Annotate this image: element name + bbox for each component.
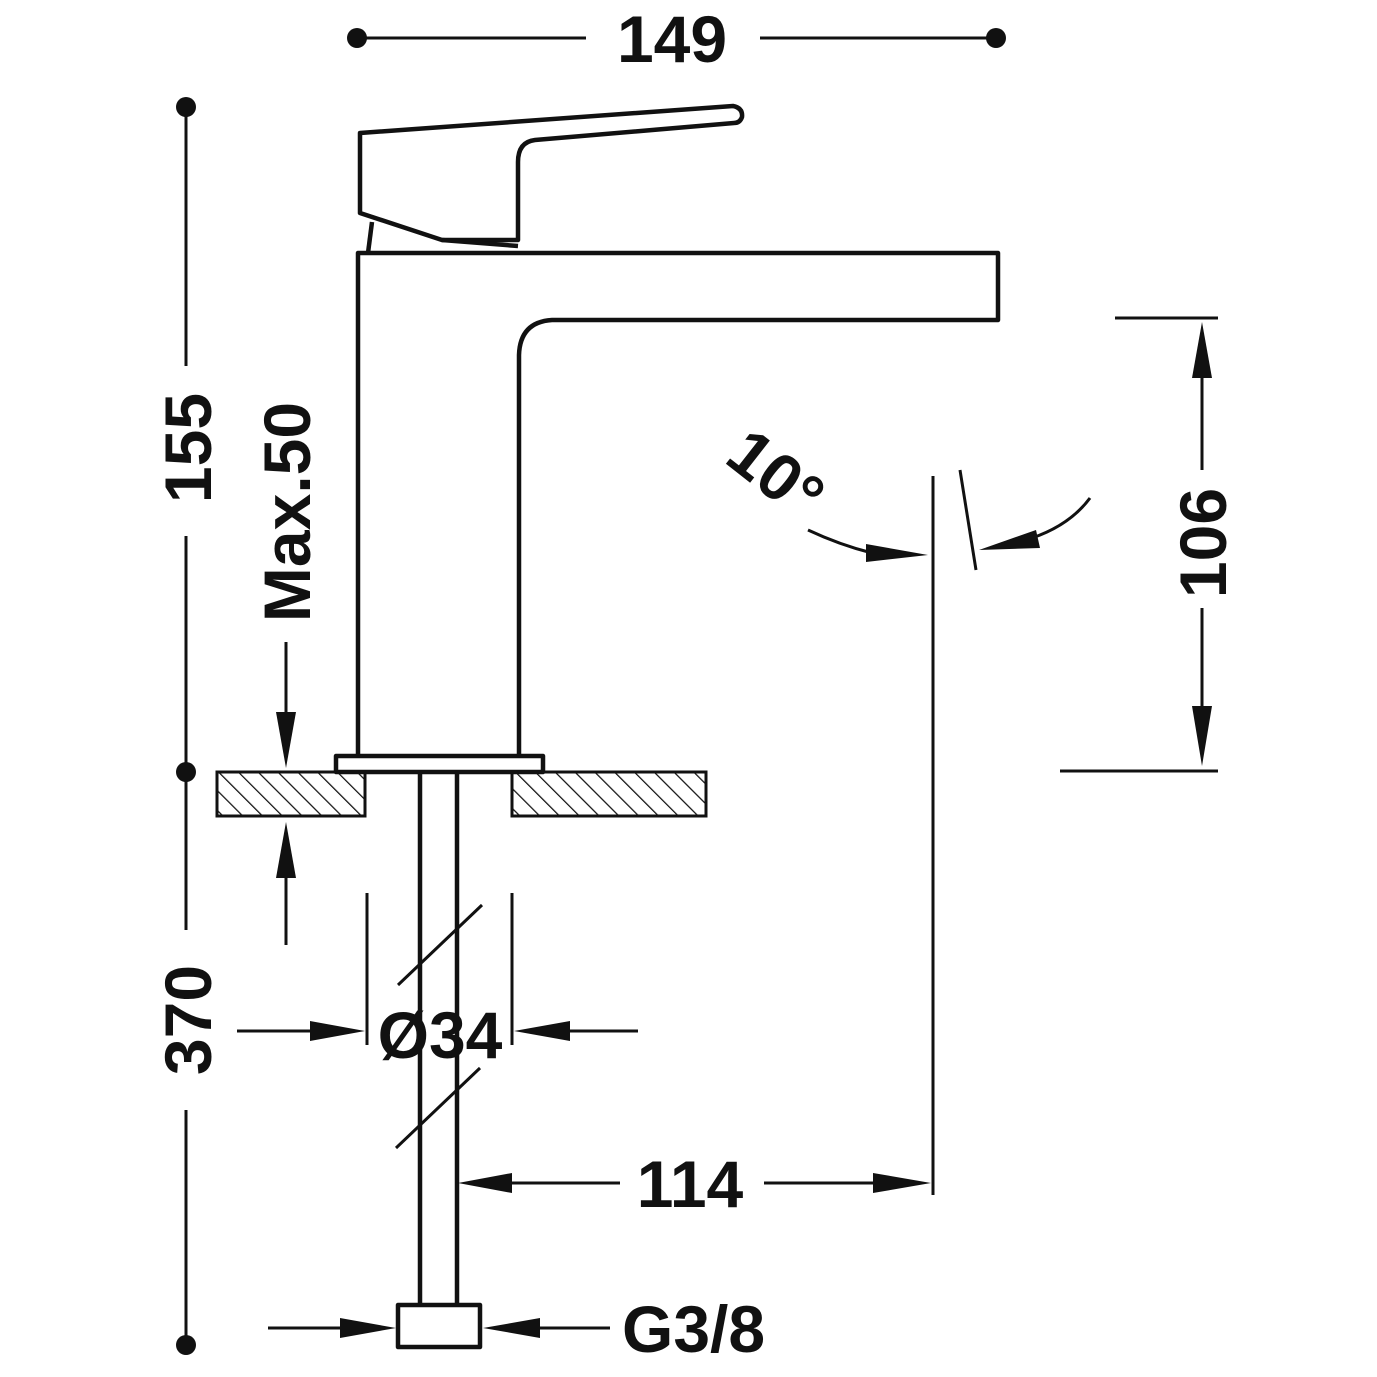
dimension-reach-114: 114 bbox=[458, 476, 935, 1221]
faucet-base-plate bbox=[333, 753, 546, 775]
dimension-height-155: 155 bbox=[151, 97, 225, 782]
dimension-width-149: 149 bbox=[347, 2, 1006, 76]
arrow-down bbox=[1192, 706, 1212, 766]
dimension-max-50: Max.50 bbox=[250, 402, 324, 945]
arrow-right bbox=[340, 1318, 396, 1338]
supply-hose bbox=[394, 772, 484, 1350]
dimension-label-114: 114 bbox=[637, 1147, 744, 1221]
arrow-up bbox=[276, 822, 296, 878]
dimension-thread-g38: G3/8 bbox=[268, 1292, 765, 1366]
dimension-label-106: 106 bbox=[1166, 488, 1240, 598]
arrow-up bbox=[1192, 322, 1212, 378]
dimension-label-g38: G3/8 bbox=[622, 1292, 765, 1366]
arrow-right bbox=[873, 1173, 931, 1193]
arrow-left bbox=[458, 1173, 512, 1193]
dimension-hose-370: 370 bbox=[151, 772, 225, 1355]
arrow-right bbox=[310, 1021, 365, 1041]
faucet-handle bbox=[357, 103, 745, 243]
dimension-label-diameter-34: Ø34 bbox=[378, 998, 503, 1072]
dimension-label-370: 370 bbox=[151, 965, 225, 1075]
faucet-body bbox=[333, 103, 1001, 775]
dimension-diameter-34: Ø34 bbox=[237, 893, 638, 1072]
arrow-left bbox=[979, 530, 1040, 550]
dimension-label-max-50: Max.50 bbox=[250, 402, 324, 622]
arrow-down bbox=[276, 712, 296, 768]
counter-top bbox=[215, 770, 708, 818]
arrow-left bbox=[483, 1318, 540, 1338]
arrow-left bbox=[514, 1021, 570, 1041]
dimension-label-angle-10: 10° bbox=[714, 414, 838, 534]
arrow-right bbox=[866, 544, 928, 562]
dimension-label-149: 149 bbox=[617, 2, 727, 76]
dimension-angle-10: 10° bbox=[714, 414, 1092, 571]
dimension-label-155: 155 bbox=[151, 393, 225, 503]
dimension-spout-height-106: 106 bbox=[1060, 316, 1240, 773]
hose-connector bbox=[395, 1302, 483, 1350]
faucet-spout bbox=[355, 250, 1001, 756]
